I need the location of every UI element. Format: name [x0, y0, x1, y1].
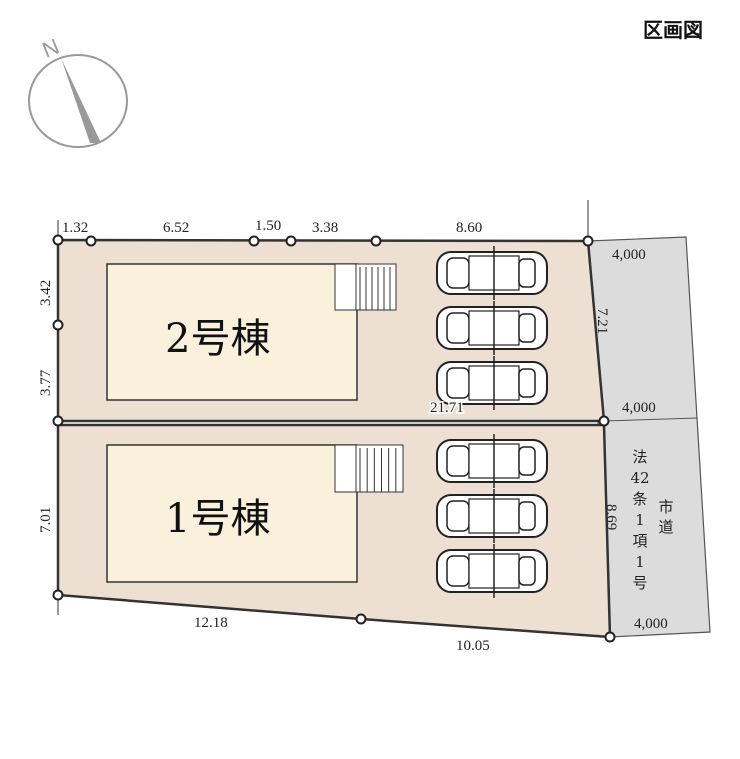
road-width-3: 4,000: [634, 616, 668, 632]
stairs-2-icon: [355, 263, 397, 311]
road-label-char: 条: [632, 490, 647, 508]
dim-bottom-right: 10.05: [456, 638, 490, 654]
road-label-char: 市: [658, 498, 673, 516]
building-1-label: 1号棟: [165, 496, 270, 542]
dim-left-lot2-lower: 3.77: [38, 369, 54, 396]
dim-left-lot1: 7.01: [38, 507, 54, 533]
boundary-marker: [598, 415, 610, 427]
car-rear-window: [518, 258, 536, 288]
road-label-char: 42: [630, 469, 649, 487]
boundary-marker: [285, 235, 297, 247]
car-rear-window: [518, 313, 536, 343]
compass-circle: [28, 54, 128, 148]
dim-left-lot2-upper: 3.42: [38, 280, 54, 306]
dim-top-4: 3.38: [312, 220, 338, 236]
boundary-marker: [52, 589, 64, 601]
car-icon: [436, 246, 548, 300]
dim-right-lot2: 7.21: [594, 308, 610, 334]
car-windshield: [446, 367, 470, 399]
dim-bottom-left: 12.18: [194, 615, 228, 631]
boundary-marker: [52, 234, 64, 246]
boundary-marker: [52, 319, 64, 331]
building-2: [106, 263, 358, 401]
parking-cars: [436, 246, 548, 598]
entrance-2: [334, 263, 357, 311]
dimension-labels: 1.32 6.52 1.50 3.38 8.60 3.42 3.77 7.01 …: [38, 218, 668, 654]
dim-right-lot1: 8.69: [603, 504, 619, 530]
boundary-markers: [52, 234, 616, 643]
car-rear-window: [518, 501, 536, 531]
dim-top-5: 8.60: [456, 220, 482, 236]
north-compass: N: [28, 34, 128, 148]
car-icon: [436, 544, 548, 598]
road-width-line: [603, 417, 698, 422]
compass-needle-icon: [61, 58, 101, 143]
car-icon: [436, 301, 548, 355]
stairs-outline: [355, 263, 397, 311]
road-label-char: 法: [632, 448, 647, 466]
stairs-1-icon: [355, 444, 404, 493]
car-rear-window: [518, 556, 536, 586]
boundary-marker: [604, 631, 616, 643]
building-1: [106, 444, 358, 583]
car-icon: [436, 356, 548, 410]
car-rear-window: [518, 368, 536, 398]
boundary-marker: [582, 235, 594, 247]
car-icon: [436, 489, 548, 543]
entrance-1: [334, 444, 357, 493]
dim-top-1: 1.32: [62, 220, 88, 236]
car-rear-window: [518, 446, 536, 476]
road-width-1: 4,000: [612, 247, 646, 263]
car-windshield: [446, 312, 470, 344]
road-label-char: 1: [635, 511, 645, 529]
car-windshield: [446, 257, 470, 289]
dim-top-3: 1.50: [255, 218, 281, 234]
road-label-char: 1: [635, 553, 645, 571]
plan-title: 区画図: [643, 18, 703, 42]
boundary-marker: [52, 415, 64, 427]
building-2-label: 2号棟: [165, 316, 270, 362]
road-label-char: 号: [632, 574, 647, 592]
car-windshield: [446, 555, 470, 587]
road-label-char: 項: [632, 532, 647, 550]
road-label-char: 道: [658, 518, 673, 536]
dim-top-2: 6.52: [163, 220, 189, 236]
car-windshield: [446, 500, 470, 532]
boundary-marker: [370, 235, 382, 247]
road-width-2: 4,000: [622, 400, 656, 416]
boundary-marker: [248, 235, 260, 247]
car-windshield: [446, 445, 470, 477]
dim-boundary-between: 21.71: [430, 400, 464, 416]
road-label: 法 42 条 1 項 1 号 市道: [630, 448, 673, 592]
boundary-marker: [85, 235, 97, 247]
car-icon: [436, 434, 548, 488]
boundary-marker: [355, 613, 367, 625]
stairs-outline: [355, 444, 404, 493]
